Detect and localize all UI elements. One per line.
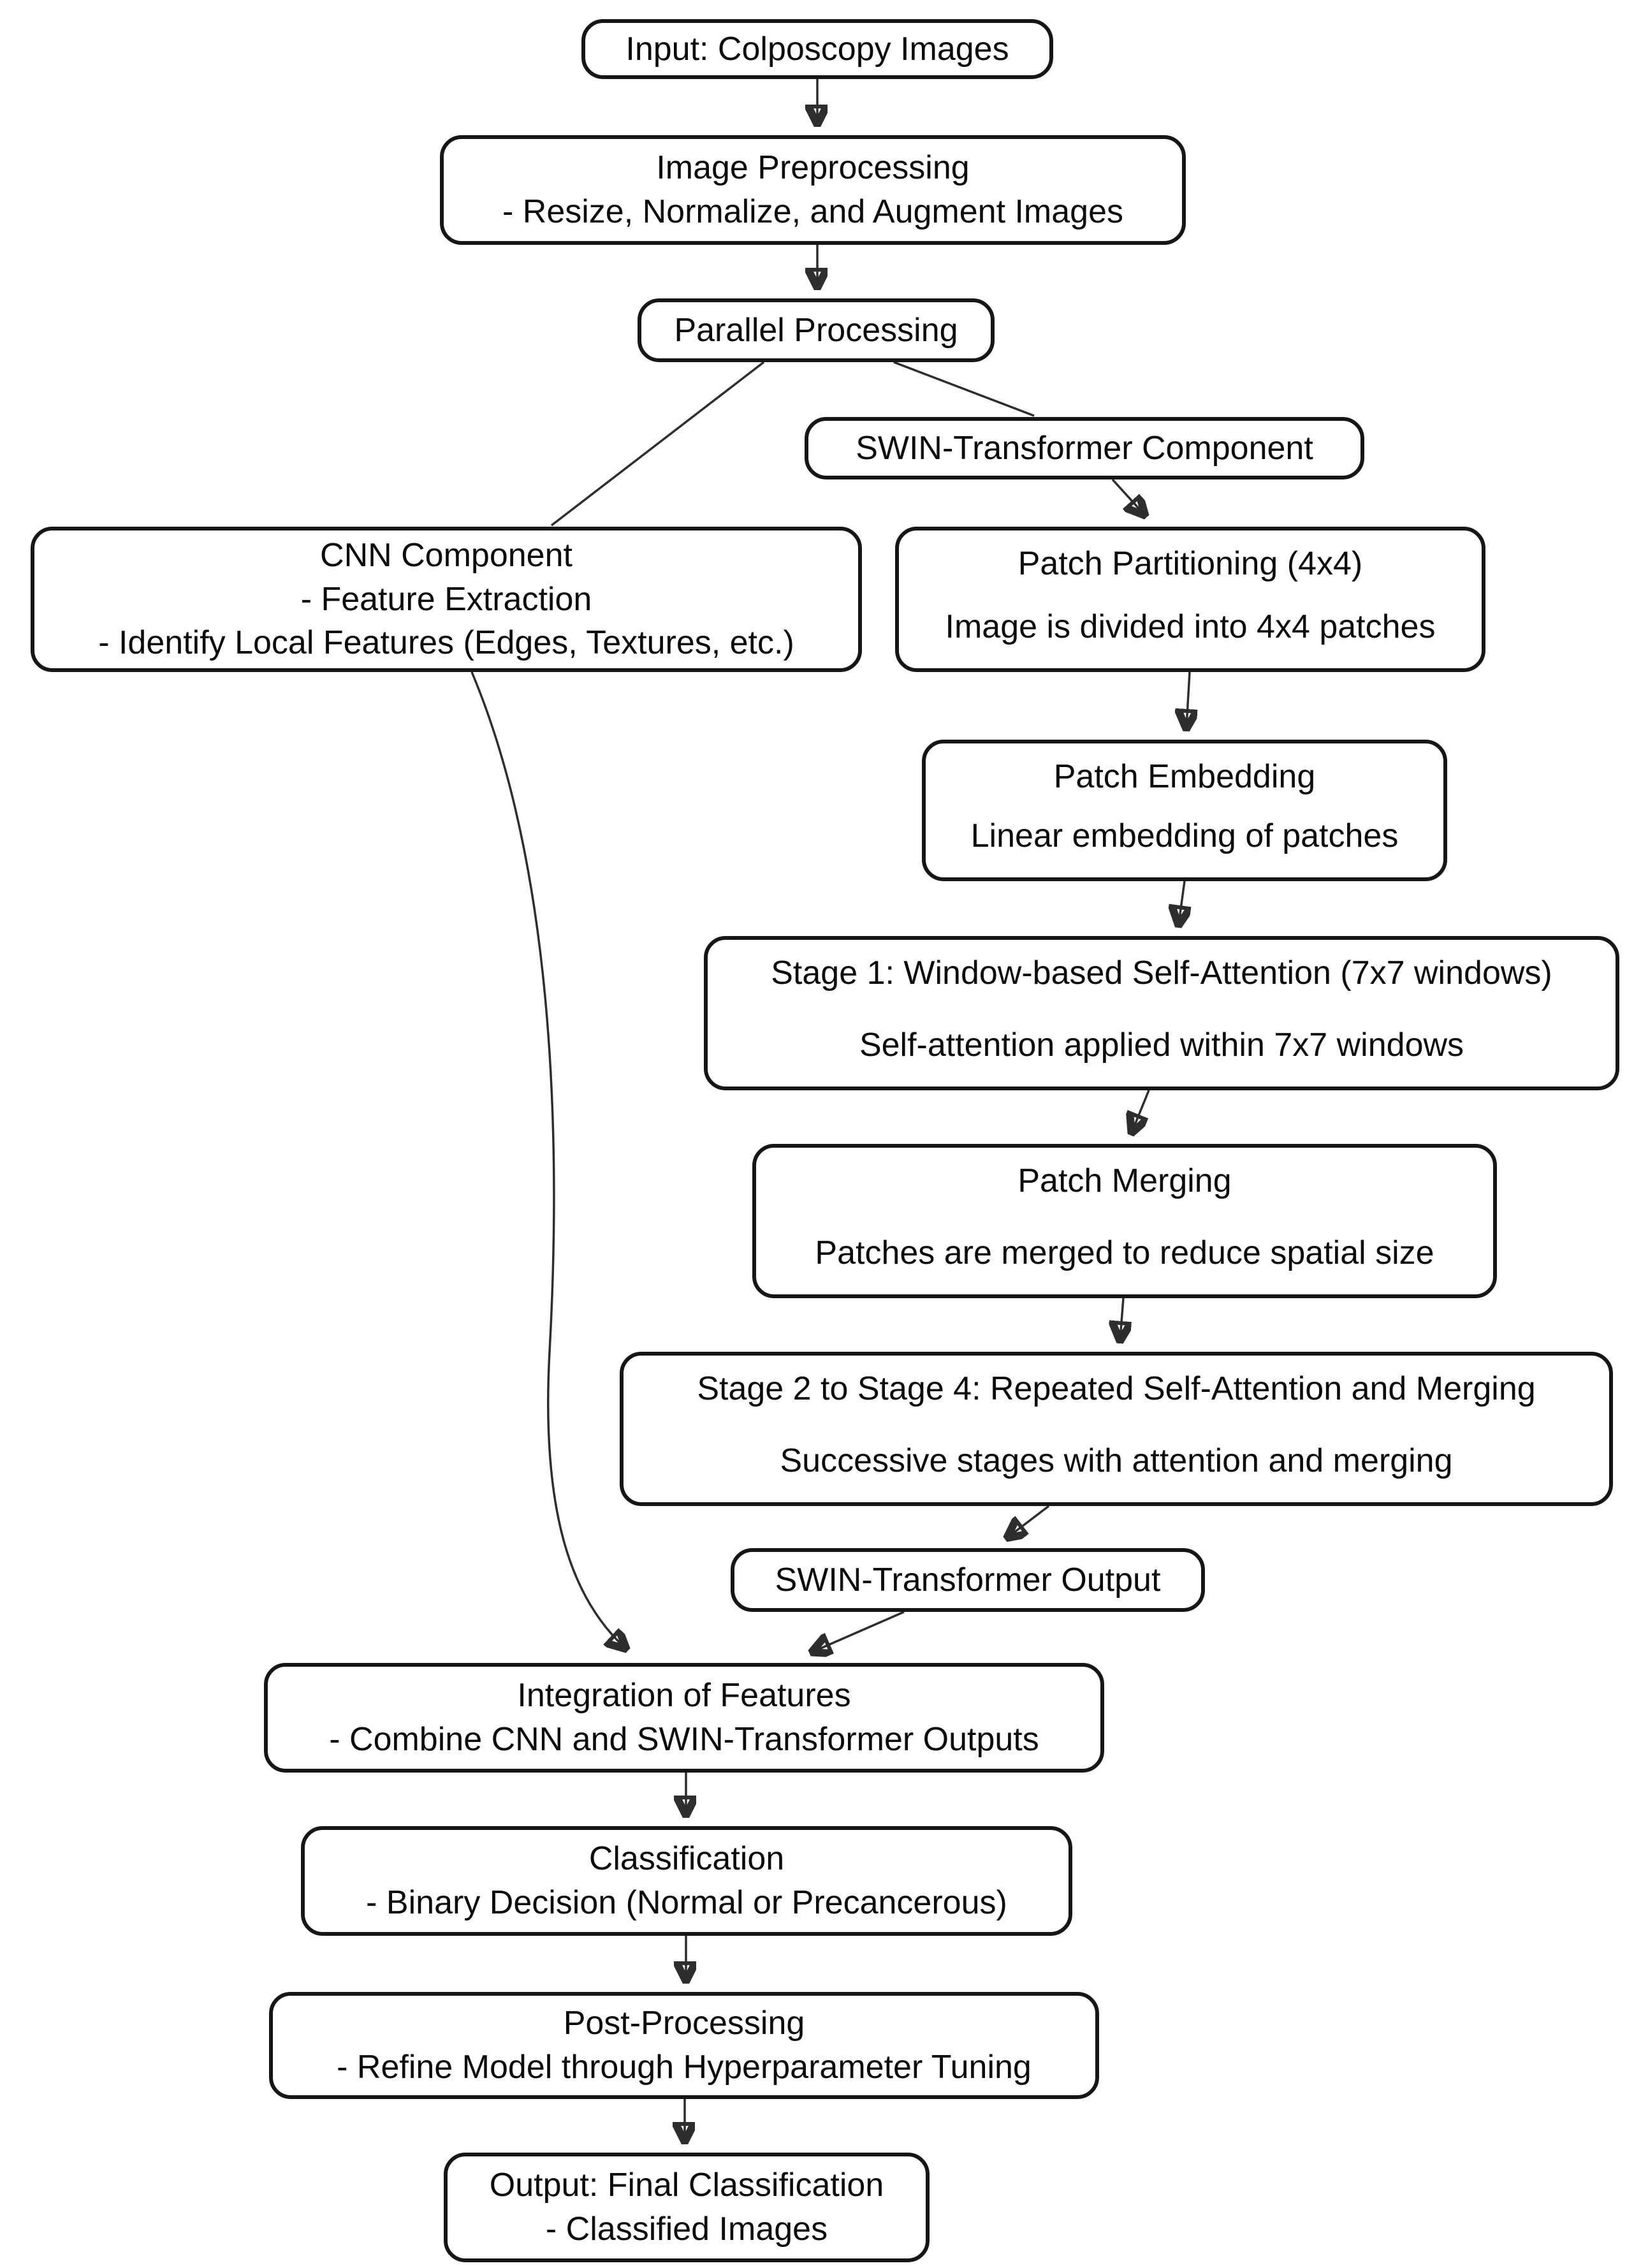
node-parallel-processing: Parallel Processing bbox=[638, 298, 995, 362]
node-swin-output-label: SWIN-Transformer Output bbox=[775, 1561, 1161, 1599]
node-patch-merging-detail: Patches are merged to reduce spatial siz… bbox=[815, 1234, 1434, 1272]
node-patch-merging-title: Patch Merging bbox=[1018, 1162, 1232, 1199]
node-cnn-component-title: CNN Component bbox=[320, 537, 573, 574]
node-preprocessing: Image Preprocessing - Resize, Normalize,… bbox=[440, 135, 1186, 245]
node-integration-title: Integration of Features bbox=[517, 1677, 851, 1715]
node-post-processing-detail: - Refine Model through Hyperparameter Tu… bbox=[337, 2049, 1032, 2086]
node-integration-detail: - Combine CNN and SWIN-Transformer Outpu… bbox=[329, 1721, 1039, 1758]
edge-swin-output-integration bbox=[813, 1611, 905, 1651]
edge-patch-embedding-stage1 bbox=[1179, 881, 1185, 923]
node-stage1: Stage 1: Window-based Self-Attention (7x… bbox=[704, 936, 1619, 1090]
node-output: Output: Final Classification - Classifie… bbox=[444, 2153, 930, 2262]
node-stage1-detail: Self-attention applied within 7x7 window… bbox=[859, 1027, 1464, 1064]
node-swin-component-label: SWIN-Transformer Component bbox=[856, 429, 1313, 467]
edge-stage1-patch-merging bbox=[1132, 1090, 1150, 1131]
node-patch-partitioning-title: Patch Partitioning (4x4) bbox=[1018, 545, 1363, 582]
node-classification: Classification - Binary Decision (Normal… bbox=[301, 1826, 1072, 1936]
node-classification-detail: - Binary Decision (Normal or Precancerou… bbox=[366, 1884, 1007, 1921]
node-patch-merging: Patch Merging Patches are merged to redu… bbox=[752, 1144, 1497, 1298]
node-stage2-4-detail: Successive stages with attention and mer… bbox=[780, 1442, 1453, 1480]
node-swin-output: SWIN-Transformer Output bbox=[731, 1548, 1205, 1612]
node-swin-component: SWIN-Transformer Component bbox=[805, 417, 1364, 479]
node-patch-embedding: Patch Embedding Linear embedding of patc… bbox=[922, 740, 1447, 881]
node-patch-partitioning: Patch Partitioning (4x4) Image is divide… bbox=[895, 527, 1485, 672]
node-cnn-component-detail-1: - Feature Extraction bbox=[300, 580, 592, 618]
edge-cnn-integration bbox=[471, 671, 625, 1648]
node-patch-embedding-title: Patch Embedding bbox=[1053, 758, 1316, 795]
node-cnn-component: CNN Component - Feature Extraction - Ide… bbox=[31, 527, 862, 672]
edge-stage2-4-swin-output bbox=[1009, 1505, 1050, 1537]
edge-patch-merging-stage2-4 bbox=[1120, 1298, 1123, 1339]
edge-parallel-cnn bbox=[550, 361, 765, 527]
node-post-processing: Post-Processing - Refine Model through H… bbox=[269, 1992, 1099, 2099]
edge-patch-partitioning-patch-embedding bbox=[1186, 671, 1190, 727]
node-cnn-component-detail-2: - Identify Local Features (Edges, Textur… bbox=[98, 624, 794, 662]
node-output-detail: - Classified Images bbox=[545, 2211, 828, 2248]
node-preprocessing-detail: - Resize, Normalize, and Augment Images bbox=[502, 193, 1123, 230]
node-patch-partitioning-detail: Image is divided into 4x4 patches bbox=[945, 608, 1436, 646]
node-input-label: Input: Colposcopy Images bbox=[625, 30, 1009, 68]
node-patch-embedding-detail: Linear embedding of patches bbox=[970, 817, 1399, 855]
edge-parallel-swin-component bbox=[893, 361, 1035, 417]
node-preprocessing-title: Image Preprocessing bbox=[656, 149, 970, 187]
node-integration: Integration of Features - Combine CNN an… bbox=[264, 1663, 1104, 1773]
node-parallel-processing-label: Parallel Processing bbox=[674, 311, 958, 349]
node-stage2-4: Stage 2 to Stage 4: Repeated Self-Attent… bbox=[620, 1352, 1613, 1506]
node-post-processing-title: Post-Processing bbox=[563, 2005, 805, 2042]
node-stage2-4-title: Stage 2 to Stage 4: Repeated Self-Attent… bbox=[697, 1370, 1536, 1407]
node-classification-title: Classification bbox=[588, 1840, 785, 1878]
node-input: Input: Colposcopy Images bbox=[581, 19, 1053, 79]
node-stage1-title: Stage 1: Window-based Self-Attention (7x… bbox=[771, 955, 1552, 991]
edge-swin-component-patch-partitioning bbox=[1111, 478, 1144, 514]
node-output-title: Output: Final Classification bbox=[489, 2167, 884, 2204]
